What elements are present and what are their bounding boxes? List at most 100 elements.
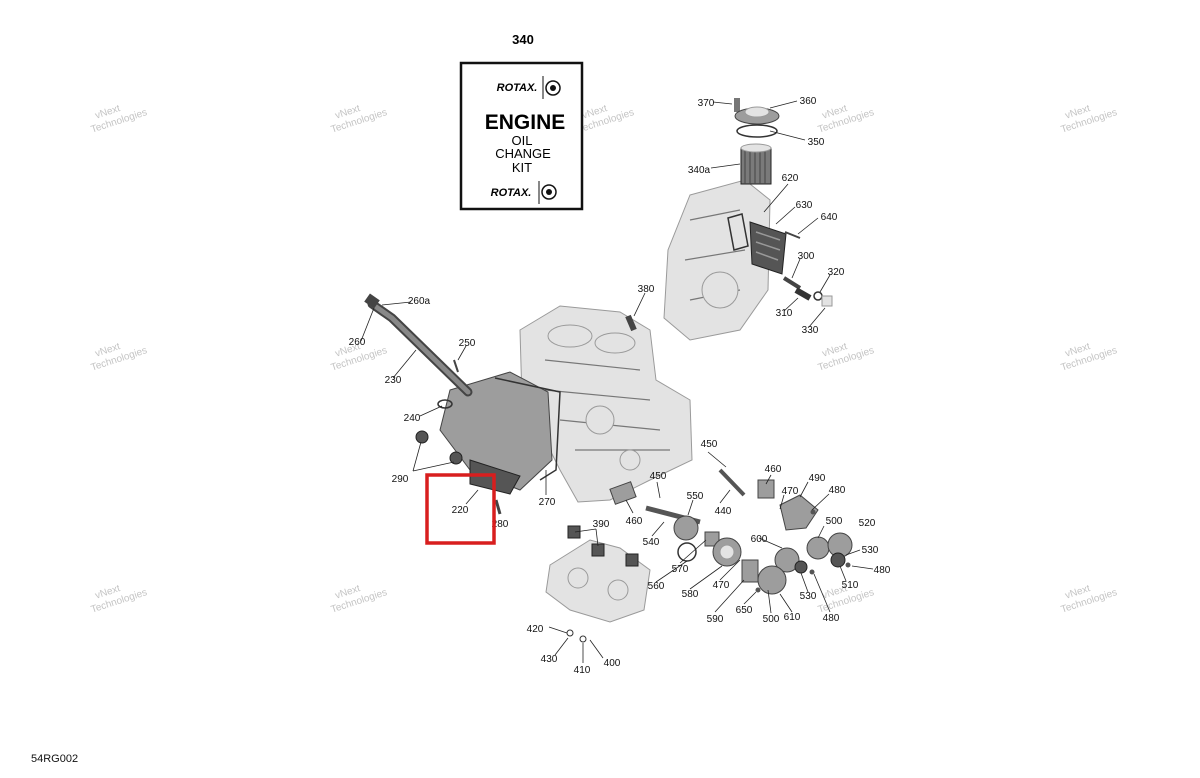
plug-290a	[415, 430, 429, 444]
diagram-title: 340	[512, 32, 534, 47]
callout-310: 310	[776, 308, 793, 319]
gear-600	[774, 547, 800, 573]
oil-tank	[439, 371, 561, 495]
plug-330	[821, 295, 833, 307]
oil-cooler-630	[749, 221, 787, 275]
callout-220: 220	[452, 505, 469, 516]
callout-500b: 500	[763, 614, 780, 625]
callout-510: 510	[842, 580, 859, 591]
callout-590: 590	[707, 614, 724, 625]
screw-280	[494, 499, 502, 515]
leader-lines	[360, 100, 874, 663]
oil-change-kit-box: ROTAX. ENGINE OIL CHANGE KIT ROTAX.	[459, 61, 584, 211]
screw-250	[453, 359, 459, 373]
left-small-parts	[415, 359, 502, 515]
plug-290b	[449, 451, 463, 465]
callout-440: 440	[715, 506, 732, 517]
pressure-relief-group	[625, 276, 833, 332]
tank-gasket	[494, 377, 561, 481]
kit-brand-top: ROTAX.	[497, 82, 538, 94]
gear-610	[757, 565, 787, 595]
kit-headline: ENGINE	[485, 111, 566, 134]
oil-cooler-group	[727, 213, 801, 275]
callout-500a: 500	[826, 516, 843, 527]
dipstick-tube	[364, 293, 473, 397]
callout-230: 230	[385, 375, 402, 386]
filter-cap-top	[744, 106, 770, 118]
callout-470a: 470	[782, 486, 799, 497]
callout-480c: 480	[823, 613, 840, 624]
callout-340a: 340a	[688, 165, 711, 176]
kit-line-change: CHANGE	[495, 146, 551, 161]
callout-370: 370	[698, 98, 715, 109]
callout-240: 240	[404, 413, 421, 424]
highlight-box-220	[425, 473, 496, 545]
oil-filter-340a	[740, 147, 772, 185]
callout-380: 380	[638, 284, 655, 295]
washer-480c	[809, 569, 815, 575]
pin-650	[755, 587, 761, 593]
bolt-370	[734, 98, 740, 112]
oil-filter-top	[740, 143, 772, 153]
callout-300: 300	[798, 251, 815, 262]
shaft-440	[718, 468, 746, 497]
kit-line-oil: OIL	[512, 133, 533, 148]
crank-boss	[585, 405, 615, 435]
callout-650: 650	[736, 605, 753, 616]
bolt-640	[784, 231, 801, 239]
kit-brand-bottom: ROTAX.	[491, 187, 532, 199]
plate-490	[779, 494, 819, 531]
callout-470b: 470	[713, 580, 730, 591]
gear-500a	[806, 536, 830, 560]
callout-480b: 480	[874, 565, 891, 576]
part-570	[704, 531, 720, 547]
callout-520: 520	[859, 518, 876, 529]
callout-610: 610	[784, 612, 801, 623]
rotax-logo-center-icon	[550, 85, 556, 91]
washer-480a	[810, 509, 816, 515]
washer-410	[579, 635, 587, 643]
fitting-390c	[625, 553, 639, 567]
cylinder-bore-2	[594, 332, 636, 354]
engine-block	[519, 305, 693, 503]
gasket-620	[727, 213, 749, 251]
cylinder-bore-1	[547, 324, 593, 348]
oil-filter-group	[734, 98, 780, 185]
callout-540: 540	[643, 537, 660, 548]
cover-boss	[701, 271, 739, 309]
nut-530a	[830, 552, 846, 568]
callout-560: 560	[648, 581, 665, 592]
o-ring-240	[437, 399, 453, 409]
callout-390: 390	[593, 519, 610, 530]
kit-frame	[459, 61, 584, 211]
callout-320: 320	[828, 267, 845, 278]
callout-530b: 530	[800, 591, 817, 602]
callout-280: 280	[492, 519, 509, 530]
callout-550: 550	[687, 491, 704, 502]
rotax-logo-bottom-center-icon	[546, 189, 552, 195]
callout-400: 400	[604, 658, 621, 669]
callout-480a: 480	[829, 485, 846, 496]
callout-350: 350	[808, 137, 825, 148]
callout-640: 640	[821, 212, 838, 223]
spring-300	[782, 276, 802, 290]
pump-boss-2	[607, 579, 629, 601]
fitting-390a	[567, 525, 581, 539]
callout-330: 330	[802, 325, 819, 336]
callout-290: 290	[392, 474, 409, 485]
callout-570: 570	[672, 564, 689, 575]
part-590	[741, 559, 759, 583]
kit-line-kit: KIT	[512, 160, 532, 175]
sprocket-550	[673, 515, 699, 541]
callout-360: 360	[800, 96, 817, 107]
washer-420	[566, 629, 574, 637]
callout-410: 410	[574, 665, 591, 676]
